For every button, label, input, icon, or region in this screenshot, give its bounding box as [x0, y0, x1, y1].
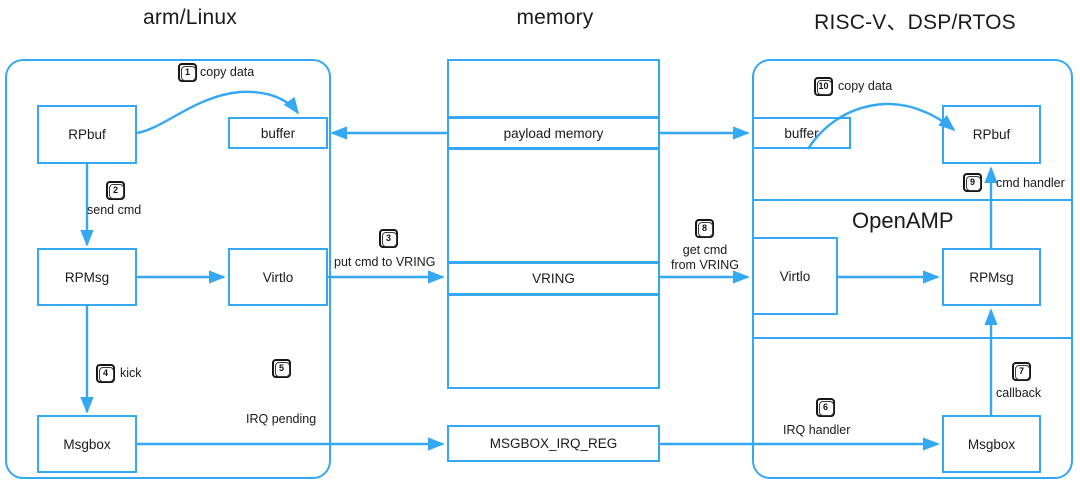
box-buffer-left[interactable]: buffer	[228, 117, 328, 149]
right-panel-divider-top	[752, 199, 1073, 201]
box-rpmsg-right[interactable]: RPMsg	[942, 248, 1041, 306]
step-badge-6: 6	[816, 398, 835, 417]
step-badge-3: 3	[379, 229, 398, 248]
box-buffer-right[interactable]: buffer	[752, 117, 851, 149]
step-caption-4: kick	[120, 366, 142, 380]
right-panel-divider-bottom	[752, 337, 1073, 339]
memcell-top	[447, 59, 660, 118]
step-badge-1: 1	[178, 63, 197, 82]
box-virtio-right[interactable]: Virtlo	[752, 237, 838, 315]
step-badge-2: 2	[106, 181, 125, 200]
step-badge-5: 5	[272, 359, 291, 378]
memcell-middle	[447, 148, 660, 263]
memcell-payload-memory[interactable]: payload memory	[447, 117, 660, 149]
box-msgbox-left[interactable]: Msgbox	[37, 415, 137, 473]
box-virtio-left[interactable]: Virtlo	[228, 248, 328, 306]
step-caption-9: cmd handler	[996, 176, 1065, 190]
step-caption-5: IRQ pending	[246, 412, 317, 426]
box-msgbox-right[interactable]: Msgbox	[942, 415, 1041, 473]
step-caption-8-line2: from VRING	[670, 258, 740, 272]
column-title-left: arm/Linux	[142, 6, 237, 29]
column-title-right: RISC-V、DSP/RTOS	[814, 11, 1016, 34]
memcell-vring[interactable]: VRING	[447, 262, 660, 295]
memcell-vring-bottom	[447, 294, 660, 389]
step-badge-9: 9	[963, 173, 982, 192]
box-rpbuf-right[interactable]: RPbuf	[942, 105, 1041, 164]
step-badge-10: 10	[814, 77, 833, 96]
box-rpbuf-left[interactable]: RPbuf	[37, 105, 137, 164]
panel-arm-linux	[5, 59, 331, 479]
step-caption-7: callback	[996, 386, 1042, 400]
step-caption-1: copy data	[200, 65, 255, 79]
step-caption-10: copy data	[838, 79, 893, 93]
column-title-middle: memory	[516, 6, 594, 29]
step-badge-7: 7	[1012, 362, 1031, 381]
openamp-label: OpenAMP	[852, 208, 954, 233]
step-badge-4: 4	[96, 364, 115, 383]
box-rpmsg-left[interactable]: RPMsg	[37, 248, 137, 306]
step-caption-3: put cmd to VRING	[334, 255, 436, 269]
step-caption-6: IRQ handler	[783, 423, 851, 437]
step-caption-2: send cmd	[87, 203, 142, 217]
memcell-msgbox-irq-reg[interactable]: MSGBOX_IRQ_REG	[447, 425, 660, 462]
step-badge-8: 8	[695, 219, 714, 238]
step-caption-8-line1: get cmd	[682, 243, 728, 257]
